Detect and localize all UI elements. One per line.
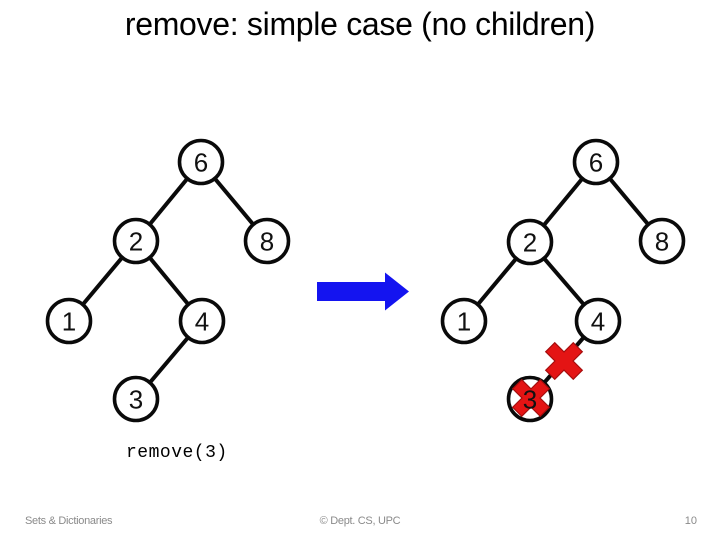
tree-node-4 [178, 297, 226, 345]
tree-node-label-6: 6 [194, 147, 208, 177]
tree-node-2 [112, 217, 160, 265]
tree-node-label-8: 8 [655, 226, 669, 256]
tree-node-label-4: 4 [591, 306, 605, 336]
tree-node-label-1: 1 [457, 306, 471, 336]
removal-x-icon-node-3 [511, 378, 551, 418]
tree-node-label-6: 6 [589, 147, 603, 177]
tree-node-3 [112, 375, 160, 423]
tree-node-6 [572, 138, 620, 186]
slide-title: remove: simple case (no children) [124, 6, 596, 42]
tree-node-2 [506, 218, 554, 266]
tree-node-8 [638, 217, 686, 265]
tree-node-1 [45, 297, 93, 345]
removal-x-icon-edge-4-3 [544, 341, 584, 381]
tree-node-label-1: 1 [62, 306, 76, 336]
tree-node-label-3: 3 [523, 384, 537, 414]
tree-node-4 [574, 297, 622, 345]
tree-node-1 [440, 297, 488, 345]
transform-arrow-icon [317, 272, 409, 311]
tree-node-label-3: 3 [129, 384, 143, 414]
tree-node-8 [243, 217, 291, 265]
footer-page-number: 10 [684, 515, 697, 527]
footer-course-name: Sets & Dictionaries [25, 515, 113, 527]
tree-node-6 [177, 138, 225, 186]
tree-node-label-8: 8 [260, 226, 274, 256]
tree-node-label-4: 4 [195, 306, 209, 336]
tree-node-label-2: 2 [129, 226, 143, 256]
footer-credit: © Dept. CS, UPC [319, 515, 401, 527]
remove-call-caption: remove(3) [126, 443, 228, 463]
tree-node-label-2: 2 [523, 227, 537, 257]
